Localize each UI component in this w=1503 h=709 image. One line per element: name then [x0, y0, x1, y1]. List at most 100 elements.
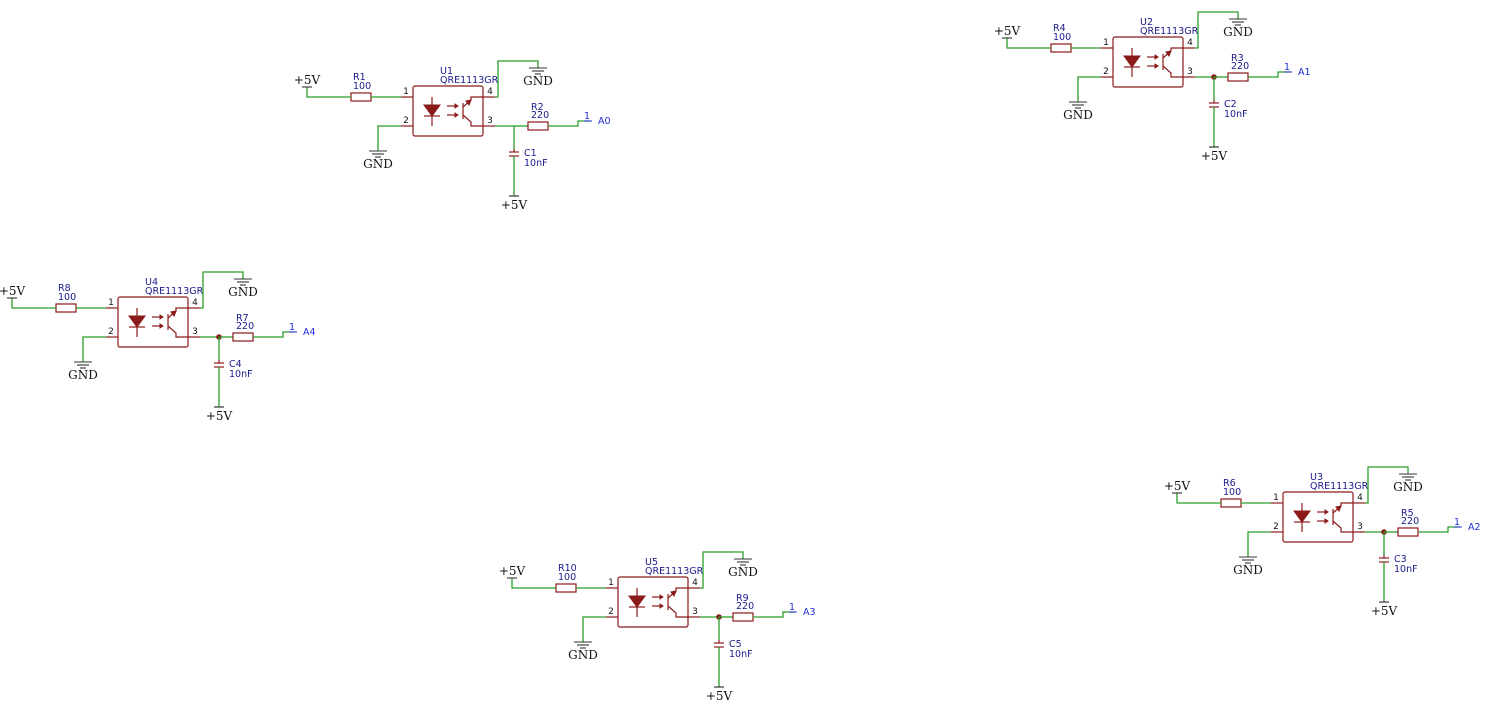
- output-resistor[interactable]: [732, 612, 754, 622]
- transistor-emitter: [1332, 520, 1353, 533]
- output-resistor[interactable]: [1397, 527, 1419, 537]
- led-icon: [1293, 510, 1311, 523]
- transistor-collector: [1162, 47, 1183, 59]
- transistor-collector: [462, 96, 483, 108]
- ground-label: GND: [1223, 25, 1253, 39]
- ground-symbol: GND: [1223, 18, 1253, 39]
- output-resistor[interactable]: [232, 332, 254, 342]
- arrow-head: [659, 594, 664, 600]
- sensor-ref: U5: [645, 557, 658, 568]
- arrow-head: [1154, 63, 1159, 69]
- output-resistor-value: 220: [531, 110, 549, 121]
- vcc-symbol: +5V: [501, 195, 528, 212]
- arrow-head: [454, 103, 459, 109]
- output-resistor-ref: R5: [1401, 508, 1414, 519]
- pin-number: 3: [1187, 67, 1193, 77]
- arrow-head: [659, 603, 664, 609]
- arrow-head: [1324, 518, 1329, 524]
- pin-number: 1: [108, 298, 114, 308]
- vcc-label: +5V: [1201, 149, 1228, 163]
- vcc-symbol: +5V: [1164, 479, 1191, 494]
- led-icon: [1123, 55, 1141, 68]
- optical-sensor-body[interactable]: [1282, 491, 1354, 543]
- transistor-arrow: [670, 590, 677, 598]
- wire: [1195, 11, 1239, 49]
- led-resistor[interactable]: [350, 92, 372, 102]
- capacitor-ref: C3: [1394, 554, 1407, 565]
- wire: [306, 87, 351, 98]
- net-pin-number: 1: [1284, 62, 1290, 73]
- sensor-value: QRE1113GR: [1310, 481, 1369, 492]
- led-resistor-value: 100: [1053, 32, 1071, 43]
- vcc-symbol: +5V: [706, 686, 733, 703]
- led-icon: [128, 315, 146, 328]
- output-resistor-value: 220: [236, 321, 254, 332]
- capacitor-value: 10nF: [1224, 109, 1248, 120]
- optical-sensor-body[interactable]: [1112, 36, 1184, 88]
- pin-number: 4: [1187, 38, 1193, 48]
- led-resistor[interactable]: [555, 583, 577, 593]
- transistor-emitter: [462, 114, 483, 127]
- capacitor-ref: C1: [524, 148, 537, 159]
- ground-label: GND: [523, 74, 553, 88]
- led-resistor-value: 100: [58, 292, 76, 303]
- wire: [582, 616, 606, 642]
- wire: [1365, 466, 1409, 504]
- optical-sensor-body[interactable]: [412, 85, 484, 137]
- ground-label: GND: [228, 285, 258, 299]
- net-label: A2: [1468, 522, 1481, 533]
- ground-symbol: GND: [1233, 556, 1263, 577]
- pin-number: 3: [1357, 522, 1363, 532]
- net-label: A4: [303, 327, 316, 338]
- vcc-label: +5V: [1371, 604, 1398, 618]
- pin-number: 2: [1103, 67, 1109, 77]
- led-resistor-value: 100: [1223, 487, 1241, 498]
- capacitor-value: 10nF: [229, 369, 253, 380]
- transistor-collector: [667, 587, 688, 599]
- ground-symbol: GND: [68, 361, 98, 382]
- led-resistor-value: 100: [558, 572, 576, 583]
- ground-label: GND: [568, 648, 598, 662]
- optical-sensor-body[interactable]: [117, 296, 189, 348]
- led-resistor[interactable]: [1220, 498, 1242, 508]
- transistor-emitter: [1162, 65, 1183, 78]
- pin-number: 1: [608, 578, 614, 588]
- pin-number: 4: [192, 298, 198, 308]
- pin-number: 1: [403, 87, 409, 97]
- vcc-label: +5V: [0, 284, 26, 298]
- ground-label: GND: [728, 565, 758, 579]
- ground-label: GND: [1063, 108, 1093, 122]
- pin-number: 3: [487, 116, 493, 126]
- pin-number: 3: [192, 327, 198, 337]
- capacitor-ref: C4: [229, 359, 242, 370]
- led-resistor-ref: R1: [353, 72, 366, 83]
- sensor-ref: U4: [145, 277, 158, 288]
- led-icon: [628, 595, 646, 608]
- output-resistor[interactable]: [527, 121, 549, 131]
- pin-number: 1: [1103, 38, 1109, 48]
- net-pin-number: 1: [289, 322, 295, 333]
- wire: [377, 125, 401, 151]
- transistor-arrow: [1335, 505, 1342, 513]
- vcc-label: +5V: [499, 564, 526, 578]
- capacitor-ref: C5: [729, 639, 742, 650]
- output-resistor-ref: R7: [236, 313, 249, 324]
- output-resistor[interactable]: [1227, 72, 1249, 82]
- led-resistor-ref: R6: [1223, 478, 1236, 489]
- led-resistor[interactable]: [55, 303, 77, 313]
- ground-symbol: GND: [363, 150, 393, 171]
- output-resistor-value: 220: [1231, 61, 1249, 72]
- arrow-head: [159, 314, 164, 320]
- optical-sensor-body[interactable]: [617, 576, 689, 628]
- net-pin-number: 1: [1454, 517, 1460, 528]
- net-label: A0: [598, 116, 611, 127]
- transistor-emitter: [167, 325, 188, 338]
- transistor-arrow: [465, 99, 472, 107]
- wire: [1176, 493, 1221, 504]
- arrow-head: [1154, 54, 1159, 60]
- arrow-head: [1324, 509, 1329, 515]
- sensor-ref: U1: [440, 66, 453, 77]
- led-resistor[interactable]: [1050, 43, 1072, 53]
